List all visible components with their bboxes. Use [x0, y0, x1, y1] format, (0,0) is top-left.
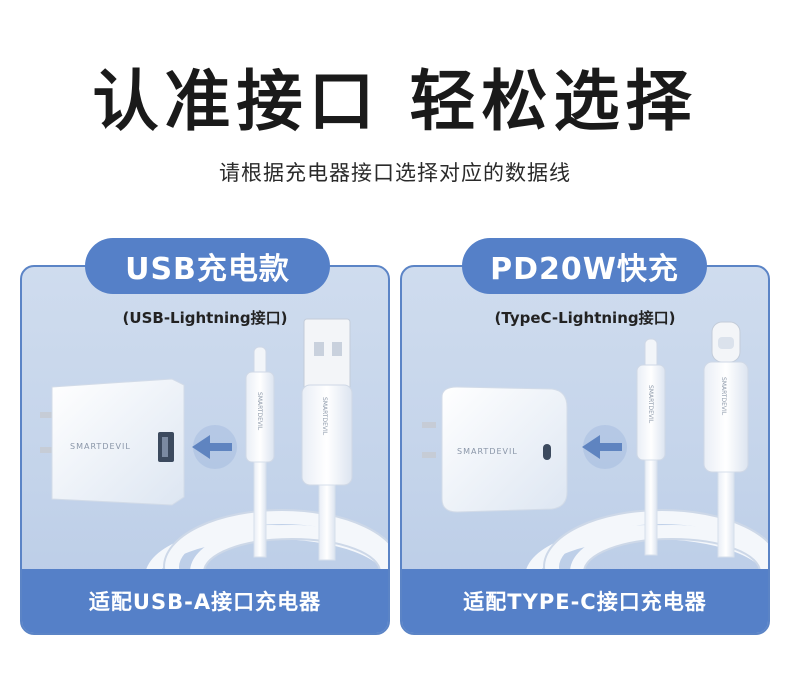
cable-brand-text-2: SMARTDEVIL	[321, 397, 328, 436]
lightning-cable: SMARTDEVIL	[245, 346, 275, 558]
lightning-cable: SMARTDEVIL	[636, 338, 666, 556]
usb-product-illustration: SMARTDEVIL SMARTDEVIL SMARTDEVIL	[40, 318, 388, 629]
type-c-cable: SMARTDEVIL	[703, 321, 749, 558]
pd-model-bottom-label: 适配TYPE-C接口充电器	[402, 569, 768, 633]
page-subtitle: 请根据充电器接口选择对应的数据线	[219, 161, 571, 185]
usb-model-pill: USB充电款	[85, 238, 330, 294]
pd-model-panel: (TypeC-Lightning接口) SMARTDEVIL	[400, 265, 770, 635]
page-title: 认准接口 轻松选择	[92, 63, 698, 140]
left-arrow-icon	[192, 425, 237, 469]
usb-a-cable: SMARTDEVIL	[301, 318, 353, 561]
usb-charger: SMARTDEVIL	[40, 378, 185, 506]
pd-model-spec: (TypeC-Lightning接口)	[494, 309, 676, 327]
cable-brand-text-1: SMARTDEVIL	[647, 385, 654, 424]
usb-model-panel: (USB-Lightning接口) SMARTDEVIL	[20, 265, 390, 635]
cable-brand-text-2: SMARTDEVIL	[720, 377, 727, 416]
charger-brand-text: SMARTDEVIL	[457, 447, 518, 456]
pd-model-pill: PD20W快充	[462, 238, 707, 294]
usb-model-bottom-label: 适配USB-A接口充电器	[22, 569, 388, 633]
cable-brand-text-1: SMARTDEVIL	[256, 392, 263, 431]
charger-brand-text: SMARTDEVIL	[70, 442, 131, 451]
left-arrow-icon	[582, 425, 627, 469]
usb-model-spec: (USB-Lightning接口)	[122, 309, 288, 327]
pd-charger: SMARTDEVIL	[422, 386, 568, 513]
